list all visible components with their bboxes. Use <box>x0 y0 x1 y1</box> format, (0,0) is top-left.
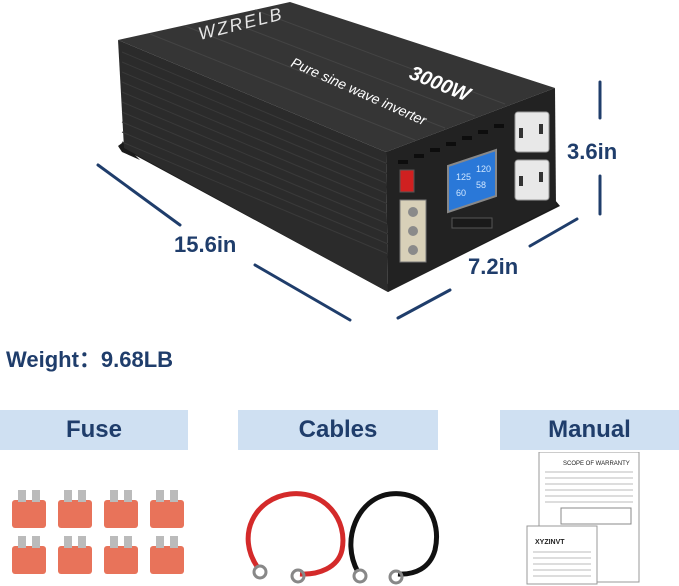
manual-heading: SCOPE OF WARRANTY <box>563 461 630 467</box>
length-dim-line-left <box>96 163 182 227</box>
fuse-tab: Fuse <box>0 410 188 450</box>
cables-tab: Cables <box>238 410 438 450</box>
length-dim-line-right <box>253 263 352 322</box>
ac-outlets <box>514 111 550 201</box>
width-dim-line-right <box>528 217 579 248</box>
manual-back-heading: XYZINVT <box>535 539 565 546</box>
power-switch <box>399 169 415 193</box>
fuse-row-bottom <box>12 536 184 574</box>
width-dim-line-left <box>396 288 452 320</box>
black-cable <box>348 491 439 577</box>
svg-text:60: 60 <box>456 188 466 198</box>
svg-text:58: 58 <box>476 180 486 190</box>
height-label: 3.6in <box>567 139 618 164</box>
fuses-illustration <box>12 490 184 574</box>
svg-text:125: 125 <box>456 172 471 182</box>
terminal-block <box>399 199 427 263</box>
weight-label: Weight：9.68LB <box>6 347 174 372</box>
fuse-row-top <box>12 490 184 528</box>
inverter-side-face <box>118 40 388 292</box>
red-cable <box>245 491 346 577</box>
width-label: 7.2in <box>468 254 519 279</box>
cables-illustration <box>245 491 439 585</box>
manual-illustration: SCOPE OF WARRANTY XYZINVT <box>526 452 640 585</box>
manual-tab: Manual <box>500 410 679 450</box>
lcd-display <box>447 148 497 214</box>
length-label: 15.6in <box>174 232 237 257</box>
svg-text:120: 120 <box>476 164 491 174</box>
inverter-top-face <box>118 2 555 152</box>
